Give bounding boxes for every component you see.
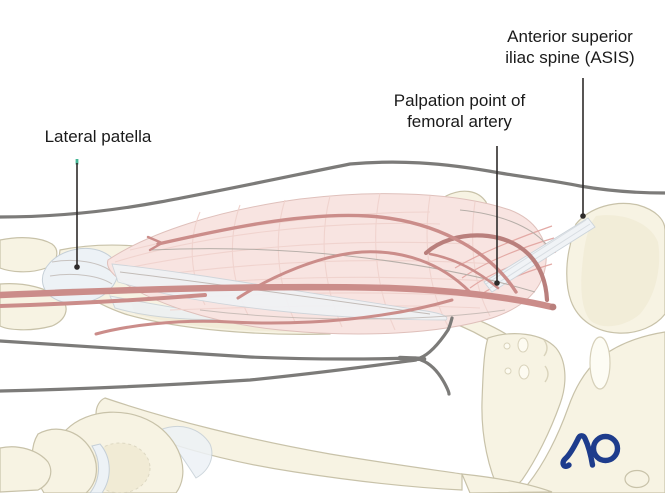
leader-green-tip — [75, 159, 79, 165]
label-text-line2: iliac spine (ASIS) — [505, 48, 635, 67]
contour-top — [0, 160, 665, 219]
label-asis: Anterior superior iliac spine (ASIS) — [478, 26, 662, 68]
annotation-dot — [74, 264, 80, 270]
annotation-dot — [494, 280, 500, 286]
label-text: Lateral patella — [44, 127, 152, 146]
sacral-foramina — [503, 337, 549, 383]
ao-logo — [560, 433, 621, 469]
contour-groin-upper — [0, 339, 418, 361]
leader-line-palpation-point — [494, 146, 500, 286]
label-lateral-patella: Lateral patella — [18, 126, 178, 147]
femoral-artery-group — [0, 213, 557, 336]
annotation-dot — [580, 213, 586, 219]
femoral-artery-trunk — [0, 283, 556, 311]
label-text-line1: Anterior superior — [507, 27, 633, 46]
label-text-line2: femoral artery — [407, 112, 512, 131]
label-palpation-point: Palpation point of femoral artery — [372, 90, 547, 132]
leader-line-lateral-patella — [74, 159, 80, 270]
sacral-disc — [589, 336, 611, 390]
leader-line-asis — [580, 78, 586, 219]
label-text-line1: Palpation point of — [393, 91, 526, 110]
sacrum — [481, 333, 566, 493]
contour-groin-lower — [0, 358, 418, 393]
pelvis-bones — [439, 190, 665, 493]
body-contour-lines — [0, 160, 665, 396]
knee-bones-bottom-leg — [0, 397, 553, 493]
muscle-fibers — [114, 192, 506, 331]
